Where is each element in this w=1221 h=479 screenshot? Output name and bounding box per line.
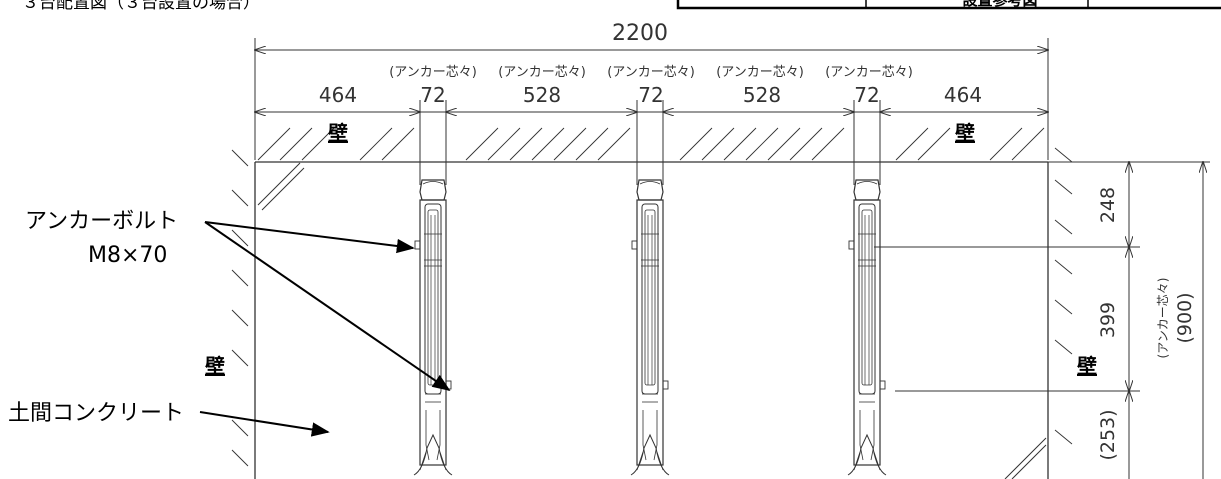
wall-label-right: 壁 <box>1077 354 1097 378</box>
segment-label: 72 <box>638 83 663 107</box>
segment-label: 528 <box>523 83 561 107</box>
floor-leader <box>199 411 330 437</box>
anchor-spacing-label: (アンカー芯々) <box>607 65 695 80</box>
anchor-bolt-leader-lower <box>204 221 451 392</box>
right-dim-bottom: (253) <box>1097 409 1119 460</box>
floor-label: 土間コンクリート <box>8 401 184 426</box>
anchor-bolt-spec: M8×70 <box>88 243 167 268</box>
anchor-spacing-label: (アンカー芯々) <box>716 65 804 80</box>
segment-label: 72 <box>420 83 445 107</box>
bike-rack-left <box>413 179 453 476</box>
wall-label-top-left: 壁 <box>328 121 348 145</box>
anchor-spacing-label: (アンカー芯々) <box>825 65 913 80</box>
right-dim-middle: 399 <box>1097 302 1119 338</box>
anchor-spacing-labels: (アンカー芯々) (アンカー芯々) (アンカー芯々) (アンカー芯々) (アンカ… <box>389 65 913 80</box>
segment-label: 72 <box>854 83 879 107</box>
overall-width-label: 2200 <box>612 21 668 46</box>
title-block: 設置参考図 <box>676 0 1221 10</box>
anchor-bolt-leader-upper <box>204 221 415 254</box>
anchor-spacing-label: (アンカー芯々) <box>498 65 586 80</box>
page-caption: ３台配置図（３台設置の場合） <box>22 0 260 13</box>
anchor-spacing-label: (アンカー芯々) <box>389 65 477 80</box>
right-dimensions: 248 399 (253) (アンカー芯々) (900) <box>1097 162 1203 479</box>
segment-label: 464 <box>319 83 357 107</box>
bike-rack-center <box>630 179 670 476</box>
wall-label-top-right: 壁 <box>955 121 975 145</box>
wall-label-left: 壁 <box>205 354 225 378</box>
segment-dimensions: 464 72 528 72 528 72 464 <box>255 83 1048 185</box>
right-dim-anchor-label: (アンカー芯々) <box>1156 278 1170 359</box>
right-dim-total: (900) <box>1174 292 1196 343</box>
bike-rack-right <box>847 179 887 476</box>
overall-dimension: 2200 <box>255 21 1048 160</box>
title-block-text: 設置参考図 <box>962 0 1037 9</box>
wall-outline <box>231 127 1073 479</box>
segment-label: 464 <box>944 83 982 107</box>
anchor-bolt-label: アンカーボルト <box>25 209 178 234</box>
right-dim-top: 248 <box>1097 187 1119 223</box>
segment-label: 528 <box>743 83 781 107</box>
